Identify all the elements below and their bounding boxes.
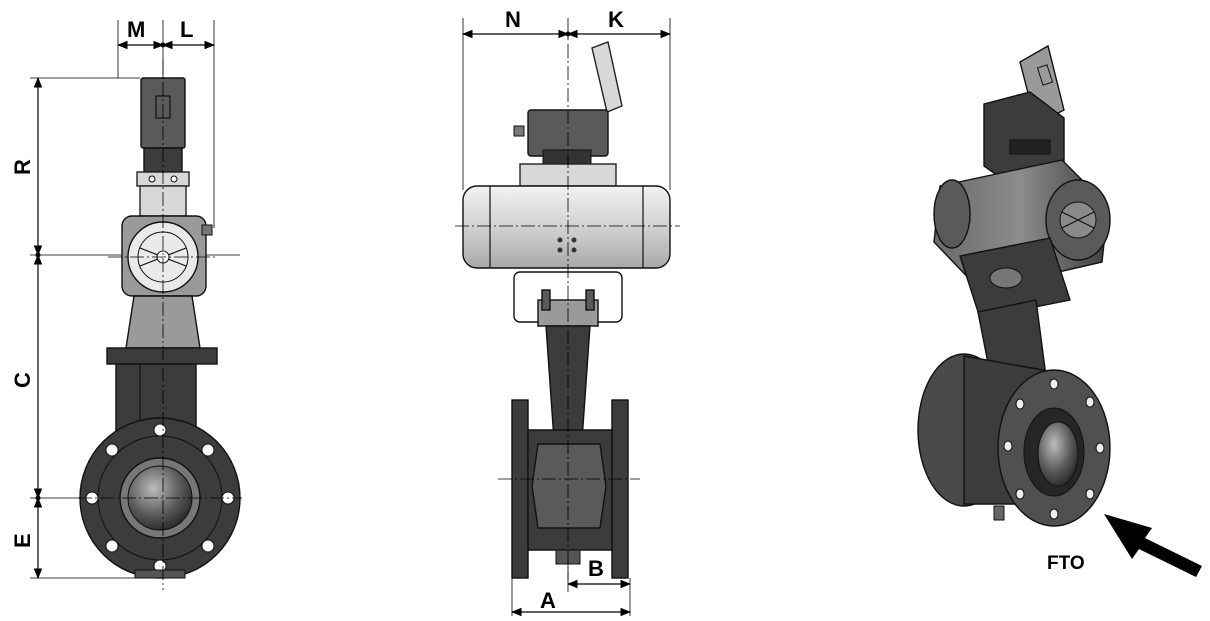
dim-label-a: A	[540, 588, 556, 613]
flow-arrow-icon	[1104, 514, 1202, 577]
dim-label-c: C	[10, 372, 35, 388]
dim-label-b: B	[588, 556, 604, 581]
isometric-view: FTO	[917, 44, 1202, 577]
dim-label-m: M	[127, 17, 145, 42]
side-view: M L R C E	[10, 17, 242, 590]
dim-label-n: N	[505, 7, 521, 32]
dim-label-e: E	[10, 533, 35, 548]
front-view: N K B A	[455, 7, 680, 617]
dim-label-k: K	[608, 7, 624, 32]
dim-label-l: L	[180, 17, 193, 42]
dim-label-r: R	[10, 159, 35, 175]
flow-direction-label: FTO	[1047, 553, 1085, 574]
